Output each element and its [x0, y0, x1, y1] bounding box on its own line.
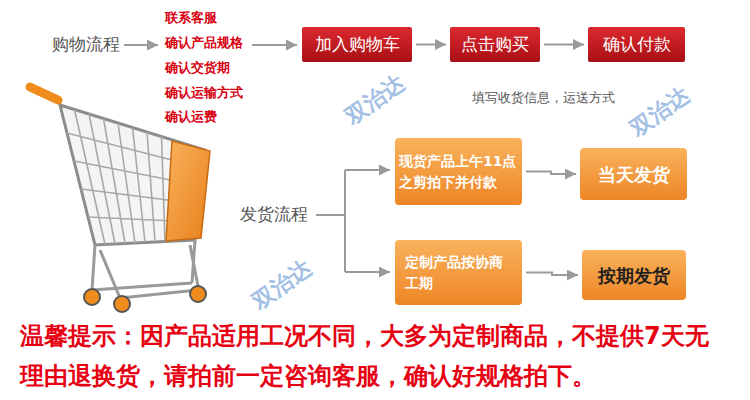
flow-arrow [544, 44, 584, 46]
step-note: 确认交货期 [165, 60, 230, 76]
process-box: 按期发货 [582, 250, 686, 300]
flow-arrow [526, 172, 576, 175]
cart-wheel [114, 296, 130, 312]
process-box: 加入购物车 [302, 27, 412, 62]
cart-wheel [84, 289, 100, 305]
warning-note: 温馨提示：因产品适用工况不同，大多为定制商品，不提供7天无理由退换货，请拍前一定… [20, 316, 725, 396]
flow-arrow [124, 44, 158, 46]
flow-arrow [416, 44, 446, 46]
cart-wheel [190, 286, 206, 302]
watermark: 双治达 [334, 66, 415, 134]
flow-arrow [526, 273, 578, 276]
step-note: 确认运输方式 [165, 85, 243, 101]
step-note: 填写收货信息，运送方式 [472, 90, 615, 106]
process-box: 点击购买 [450, 27, 540, 62]
split-bracket [316, 170, 345, 272]
box-text: 点击购买 [461, 32, 529, 58]
box-text: 当天发货 [598, 161, 670, 188]
box-text: 加入购物车 [315, 32, 400, 58]
process-box: 定制产品按协商工期 [395, 240, 522, 305]
box-text: 按期发货 [598, 262, 670, 289]
watermark: 双治达 [619, 78, 700, 146]
watermark: 双治达 [241, 251, 322, 319]
box-text: 现货产品上午11点之剪拍下并付款 [399, 151, 518, 193]
section-title: 发货流程 [240, 204, 308, 225]
flow-arrow [345, 271, 390, 273]
step-note: 确认产品规格 [165, 35, 243, 51]
flow-arrow [345, 169, 390, 171]
box-text: 确认付款 [603, 32, 671, 58]
cart-panel [166, 141, 210, 241]
process-box: 当天发货 [580, 148, 687, 200]
flow-arrow [252, 44, 297, 46]
step-note: 确认运费 [165, 109, 217, 125]
process-box: 确认付款 [588, 27, 685, 62]
box-text: 定制产品按协商工期 [405, 252, 512, 294]
step-note: 联系客服 [165, 10, 217, 26]
section-title: 购物流程 [52, 34, 120, 55]
cart-handle [30, 87, 58, 100]
process-box: 现货产品上午11点之剪拍下并付款 [395, 138, 522, 205]
cart-frame [92, 240, 198, 298]
